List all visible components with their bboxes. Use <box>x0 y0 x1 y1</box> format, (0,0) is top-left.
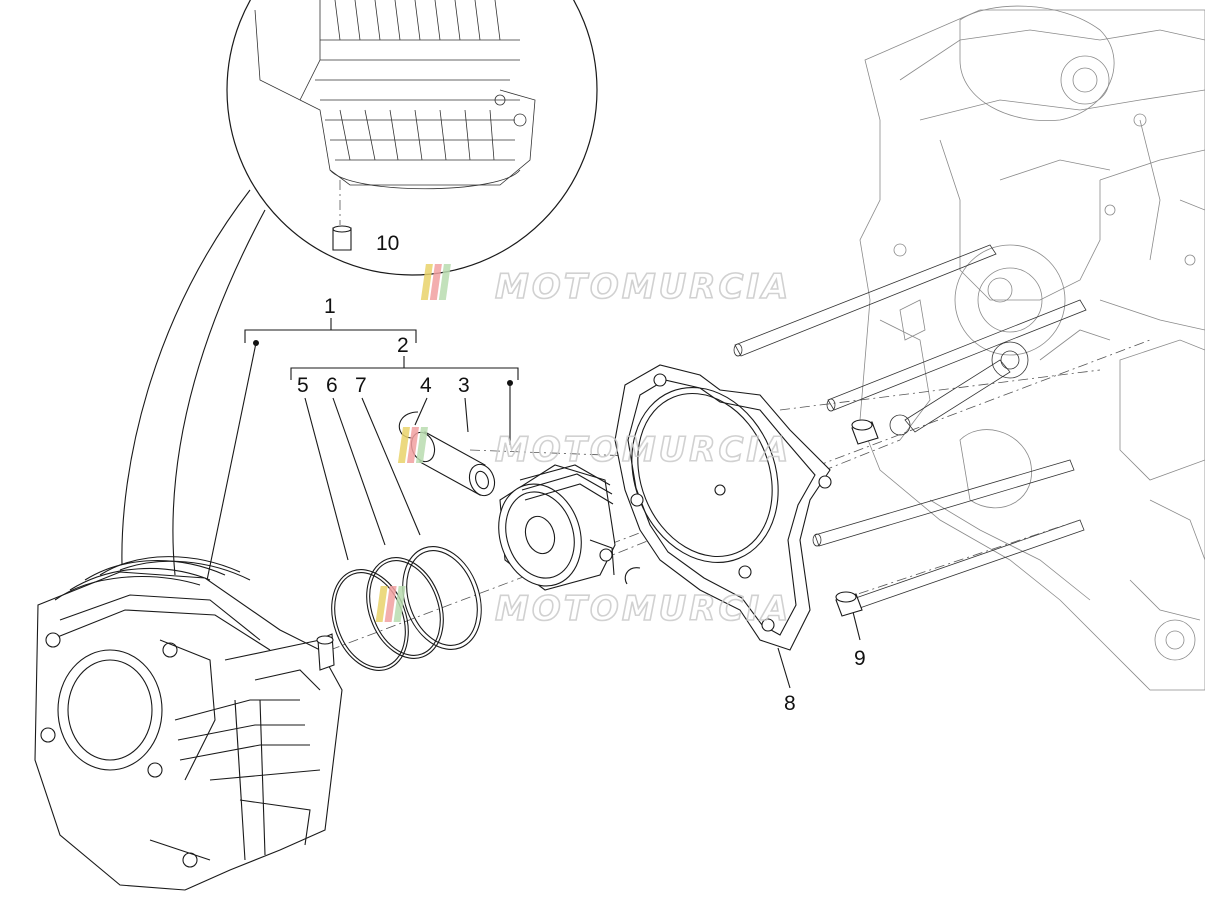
dowel-bush-upper <box>851 419 879 445</box>
watermark-top: MOTOMURCIA <box>420 264 791 308</box>
cylinder-barrel <box>34 556 343 891</box>
callout-3: 3 <box>458 374 470 397</box>
watermark-middle: MOTOMURCIA <box>397 427 791 471</box>
callout-8: 8 <box>784 692 796 715</box>
cylinder-base-gasket <box>614 364 832 651</box>
watermark-text: MOTOMURCIA <box>495 430 791 470</box>
callout-labels: 1 2 3 4 5 6 7 8 9 10 <box>297 232 866 715</box>
dowel-bush-lower <box>835 591 863 617</box>
piston-rings <box>331 546 482 671</box>
callout-6: 6 <box>326 374 338 397</box>
watermark-bottom: MOTOMURCIA <box>375 586 791 630</box>
callout-leaders <box>121 189 861 689</box>
watermark-text: MOTOMURCIA <box>495 589 791 629</box>
callout-4: 4 <box>420 374 432 397</box>
detail-magnifier <box>226 0 598 276</box>
callout-1: 1 <box>324 295 336 318</box>
engine-crankcase <box>859 5 1205 691</box>
callout-9: 9 <box>854 647 866 670</box>
callout-7: 7 <box>355 374 367 397</box>
connecting-rod <box>889 341 1029 436</box>
piston <box>498 464 616 591</box>
callout-10: 10 <box>376 232 399 255</box>
callout-5: 5 <box>297 374 309 397</box>
watermark-text: MOTOMURCIA <box>495 267 791 307</box>
callout-2: 2 <box>397 334 409 357</box>
